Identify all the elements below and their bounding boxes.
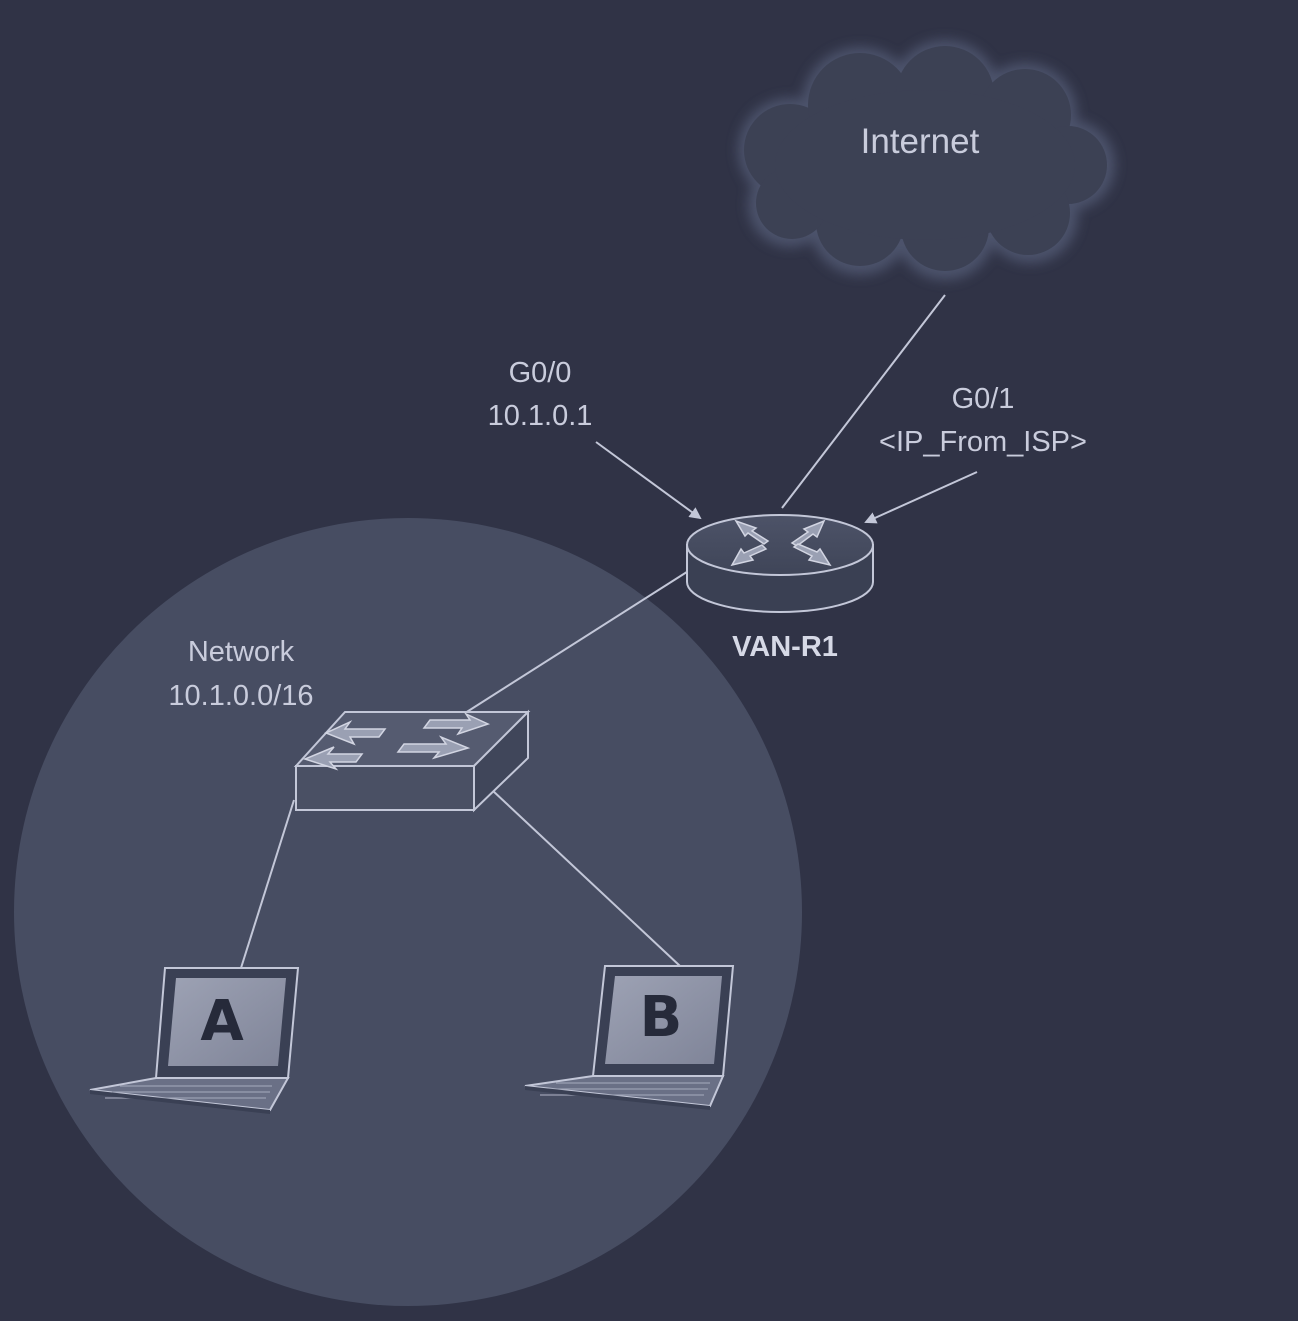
- g00-ip-label: 10.1.0.1: [488, 400, 593, 432]
- g00-pointer-arrow: [595, 441, 702, 520]
- network-label: Network: [188, 636, 295, 668]
- router-name: VAN-R1: [732, 631, 838, 663]
- link-switch-laptop-a: [240, 799, 295, 969]
- laptop-a-icon: [89, 967, 300, 1114]
- router-icon: [686, 514, 874, 613]
- network-zone: [14, 518, 802, 1306]
- link-router-switch: [461, 569, 691, 716]
- link-internet-router: [781, 294, 946, 509]
- g01-ip-label: <IP_From_ISP>: [879, 426, 1087, 458]
- internet-cloud-icon: Internet: [738, 40, 1115, 280]
- cloud-label: Internet: [861, 122, 980, 161]
- switch-icon: [293, 709, 531, 813]
- laptop-b-label: B: [640, 985, 683, 1050]
- g01-interface-label: G0/1: [952, 383, 1015, 415]
- laptop-a-label: A: [200, 989, 244, 1054]
- laptop-b-icon: [524, 965, 735, 1110]
- g00-interface-label: G0/0: [509, 357, 572, 389]
- g01-pointer-arrow: [864, 471, 978, 524]
- link-switch-laptop-b: [491, 789, 681, 967]
- network-cidr-label: 10.1.0.0/16: [168, 680, 313, 712]
